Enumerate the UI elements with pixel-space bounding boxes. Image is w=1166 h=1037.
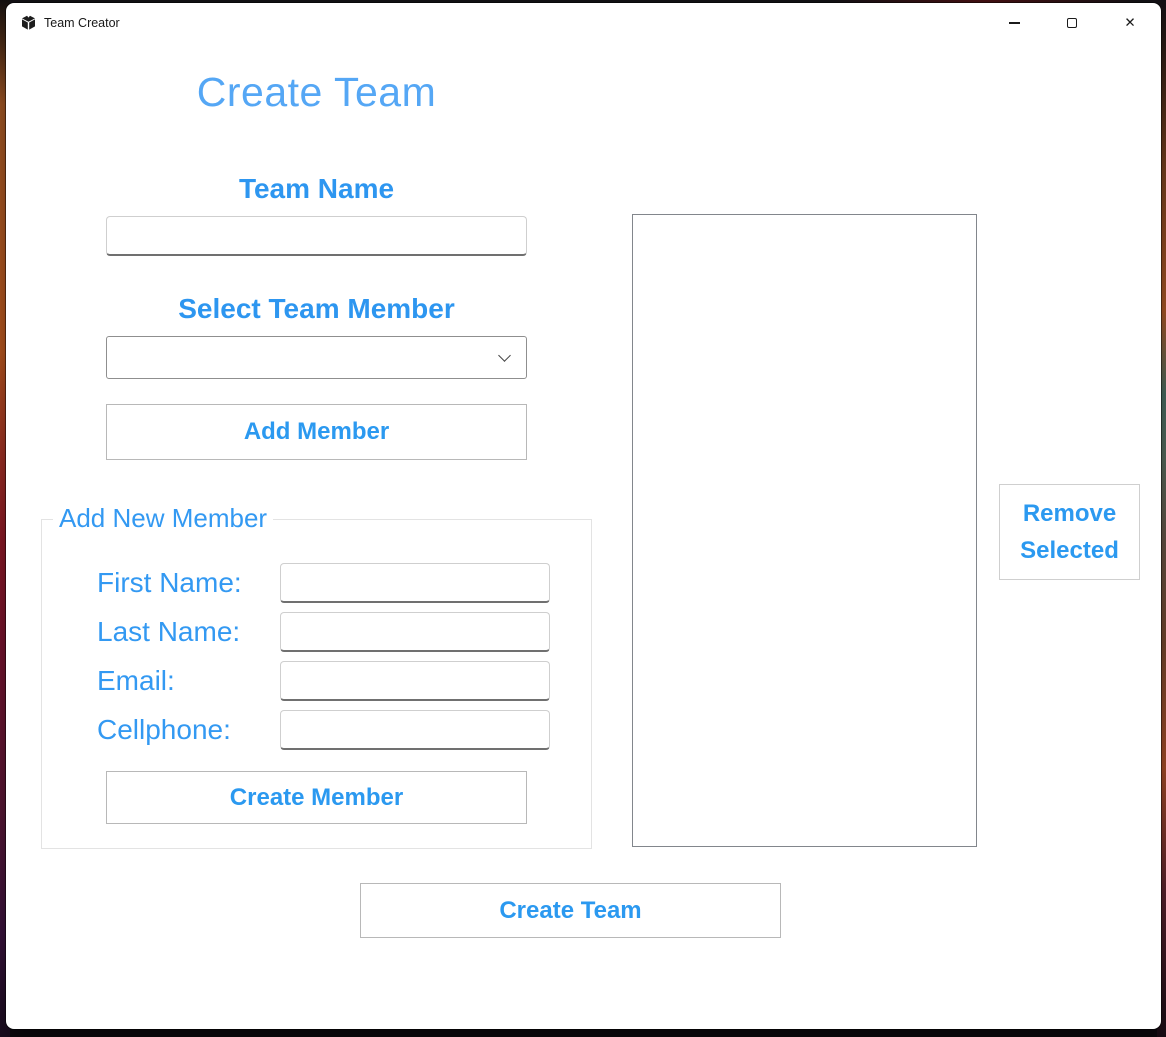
first-name-label: First Name:	[97, 567, 242, 598]
close-button[interactable]: ✕	[1101, 3, 1159, 43]
app-window: Team Creator ✕ Create Team Team Name Sel…	[6, 3, 1161, 1029]
last-name-label: Last Name:	[97, 616, 241, 647]
minimize-button[interactable]	[985, 3, 1043, 43]
title-bar[interactable]: Team Creator ✕	[6, 3, 1161, 47]
email-label: Email:	[97, 665, 175, 696]
maximize-button[interactable]	[1043, 3, 1101, 43]
page-title: Create Team	[196, 69, 437, 115]
desktop-wallpaper-left	[0, 0, 10, 1037]
close-icon: ✕	[1124, 15, 1136, 31]
window-title: Team Creator	[44, 16, 120, 30]
groupbox-legend: Add New Member	[53, 503, 274, 534]
add-member-button[interactable]: Add Member	[106, 404, 527, 460]
team-members-listbox[interactable]	[632, 214, 977, 847]
team-member-combobox[interactable]	[106, 336, 527, 379]
minimize-icon	[1008, 22, 1020, 24]
last-name-input[interactable]	[280, 612, 550, 652]
chevron-down-icon	[498, 349, 511, 362]
create-member-button[interactable]: Create Member	[106, 771, 527, 824]
create-team-button[interactable]: Create Team	[360, 883, 781, 938]
select-member-label: Select Team Member	[178, 293, 455, 324]
team-name-label: Team Name	[238, 173, 395, 204]
cellphone-label: Cellphone:	[97, 714, 231, 745]
email-input[interactable]	[280, 661, 550, 701]
first-name-input[interactable]	[280, 563, 550, 603]
add-new-member-groupbox: Add New Member First Name: Last Name: Em…	[41, 503, 592, 849]
cellphone-input[interactable]	[280, 710, 550, 750]
remove-selected-button[interactable]: Remove Selected	[999, 484, 1140, 580]
maximize-icon	[1067, 18, 1077, 28]
team-name-input[interactable]	[106, 216, 527, 256]
caption-buttons: ✕	[985, 3, 1159, 43]
app-cube-icon	[20, 14, 37, 31]
desktop-wallpaper-right	[1157, 0, 1166, 1037]
